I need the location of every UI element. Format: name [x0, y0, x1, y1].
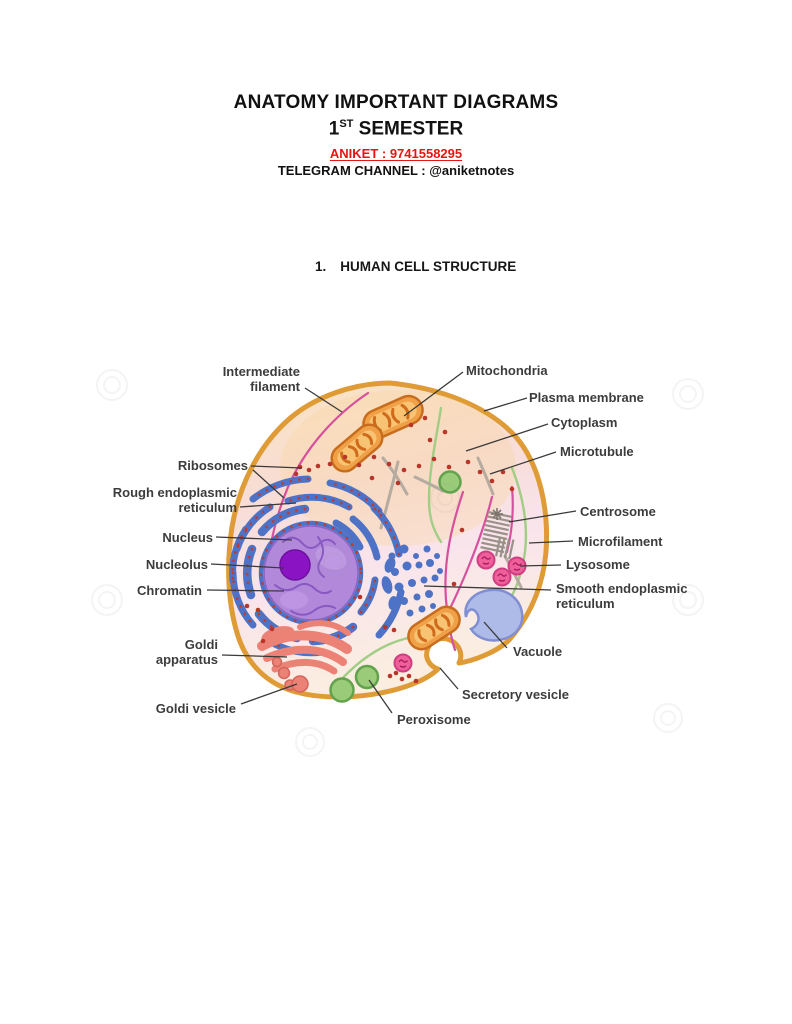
watermark-rings [91, 369, 704, 757]
mitochondrion-shape [407, 605, 461, 651]
cell-label-plasma-membrane: Plasma membrane [529, 390, 644, 405]
chromatin-shape [274, 536, 336, 616]
cell-label-goldi-apparatus: Goldi apparatus [155, 637, 218, 667]
semester-ordinal: ST [339, 118, 354, 130]
semester-number: 1 [328, 118, 340, 140]
section-heading: 1. HUMAN CELL STRUCTURE [315, 259, 516, 274]
cell-label-lysosome: Lysosome [566, 557, 630, 572]
semester-word: SEMESTER [353, 118, 464, 140]
centrosome-shape [480, 508, 515, 560]
leader-lines [206, 371, 577, 714]
cell-label-rough-er: Rough endoplasmic reticulum [112, 485, 237, 515]
vacuole-shape [464, 588, 524, 642]
cell-label-mitochondria: Mitochondria [466, 363, 548, 378]
goldi-apparatus-shape [257, 620, 352, 675]
semester-subtitle: 1ST SEMESTER [0, 118, 792, 140]
section-number: 1. [315, 259, 327, 274]
cell-label-peroxisome: Peroxisome [397, 712, 471, 727]
contact-line: ANIKET : 9741558295 [329, 146, 463, 161]
cell-label-intermediate-filament: Intermediate filament [222, 364, 300, 394]
nucleolus-shape [279, 549, 311, 581]
smooth-endoplasmic-reticulum-shape [381, 544, 443, 617]
rough-endoplasmic-reticulum-shape [229, 475, 405, 657]
microtubule-shape [379, 456, 523, 589]
section-title: HUMAN CELL STRUCTURE [340, 259, 517, 274]
cell-label-nucleolus: Nucleolus [145, 557, 208, 572]
page-title: ANATOMY IMPORTANT DIAGRAMS [233, 92, 559, 113]
cell-label-secretory-vesicle: Secretory vesicle [462, 687, 569, 702]
cell-label-microtubule: Microtubule [560, 444, 634, 459]
cell-label-vacuole: Vacuole [513, 644, 563, 659]
goldi-vesicle-shape [271, 656, 309, 693]
telegram-channel-line: TELEGRAM CHANNEL : @aniketnotes [277, 163, 515, 178]
cell-label-chromatin: Chromatin [137, 583, 202, 598]
cell-label-smooth-er: Smooth endoplasmic reticulum [556, 581, 688, 611]
nucleus-shape [258, 520, 364, 626]
cell-label-ribosomes: Ribosomes [177, 458, 248, 473]
cell-label-centrosome: Centrosome [580, 504, 656, 519]
peroxisome-shape [329, 470, 462, 703]
aster-rays-icon [491, 508, 503, 520]
cell-label-goldi-vesicle: Goldi vesicle [155, 701, 236, 716]
cell-label-nucleus: Nucleus [162, 530, 213, 545]
ribosome-dots [244, 415, 515, 684]
cell-label-microfilament: Microfilament [578, 534, 663, 549]
cell-label-cytoplasm: Cytoplasm [551, 415, 618, 430]
